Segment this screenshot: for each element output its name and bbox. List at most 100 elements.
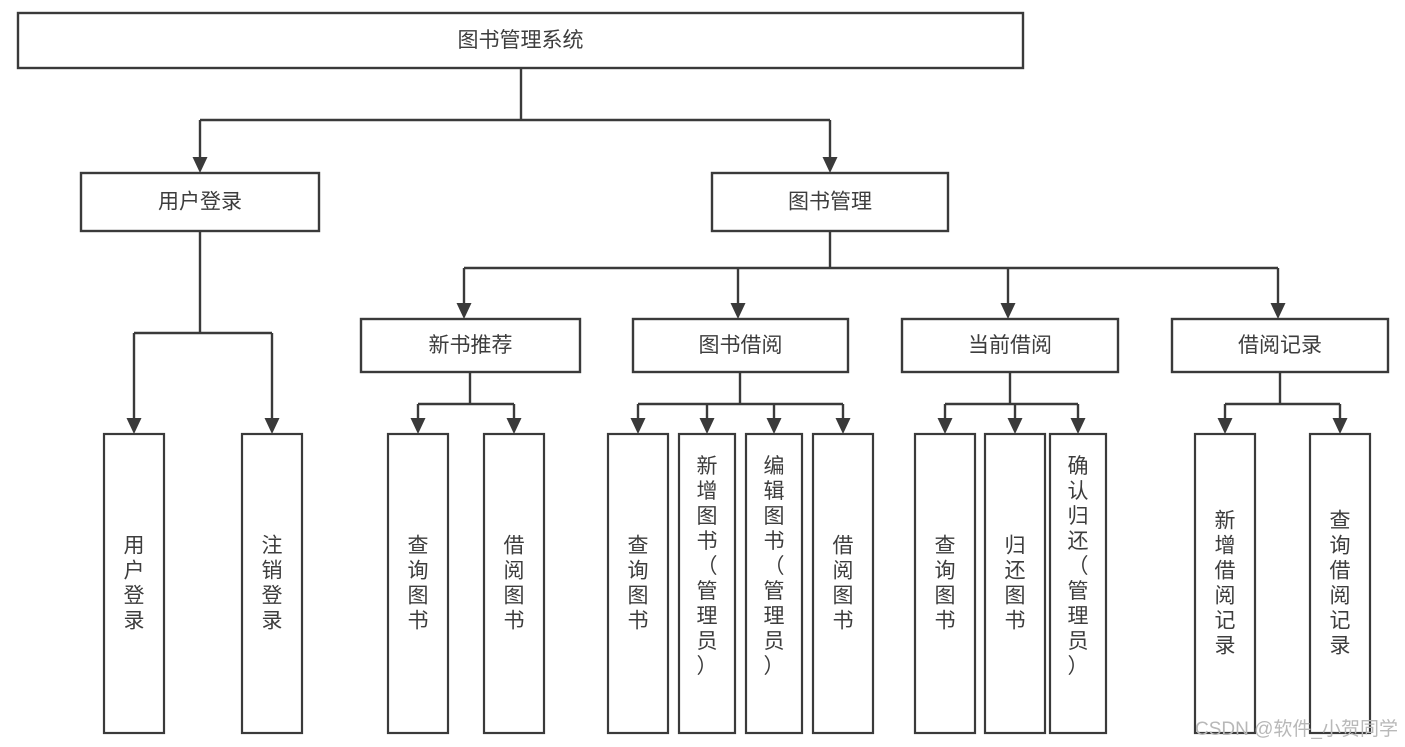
node-label-char: 图 [504,585,525,608]
node-box[interactable] [359,317,582,374]
node-box[interactable] [79,171,321,233]
node-label-char: 阅 [504,560,525,583]
arrow-head-icon [699,418,715,434]
node-book-borrow[interactable]: 图书借阅 [631,317,850,374]
node-box[interactable] [983,432,1047,735]
node-label-char: 图 [1005,585,1026,608]
node-book-management[interactable]: 图书管理 [710,171,950,233]
node-box[interactable] [482,432,546,735]
node-box[interactable] [900,317,1120,374]
node-label: 新书推荐 [429,334,513,357]
node-label-char: 询 [935,560,956,583]
arrow-head-icon [264,418,280,434]
node-label-char: 书 [628,610,649,633]
node-label-char: 借 [1330,560,1351,583]
node-label-char: 书 [408,610,429,633]
connectors-layer [126,68,1348,434]
node-new-book-recommend[interactable]: 新书推荐 [359,317,582,374]
node-label-char: 辑 [764,480,785,503]
arrow-head-icon [822,157,838,173]
node-label-char: 询 [1330,535,1351,558]
node-root[interactable]: 图书管理系统 [16,11,1025,70]
node-box[interactable] [16,11,1025,70]
arrow-head-icon [766,418,782,434]
node-label-char: 员 [764,630,785,653]
node-label-char: 归 [1068,505,1089,528]
arrow-head-icon [630,418,646,434]
node-label-char: 登 [124,585,145,608]
arrow-head-icon [937,418,953,434]
arrow-head-icon [456,303,472,319]
node-leaf-user-login[interactable]: 用户登录 [102,432,166,735]
node-label-char: 图 [408,585,429,608]
node-box[interactable] [102,432,166,735]
node-label-char: 书 [935,610,956,633]
node-box[interactable] [1308,432,1372,735]
node-current-borrow[interactable]: 当前借阅 [900,317,1120,374]
node-label: 图书管理系统 [458,29,584,52]
node-box[interactable] [1193,432,1257,735]
node-label-char: 新 [1215,510,1236,533]
node-label-char: 新 [697,455,718,478]
node-label-char: 归 [1005,535,1026,558]
node-label-char: 书 [1005,610,1026,633]
node-box[interactable] [1048,432,1108,735]
node-box[interactable] [386,432,450,735]
node-box[interactable] [744,432,804,735]
connector-book-management [456,231,1286,319]
node-label-char: 书 [764,530,785,553]
node-label-char: 录 [262,610,283,633]
node-label-char: 录 [1215,635,1236,658]
node-label-char: 管 [1068,580,1089,603]
node-label-char: 登 [262,585,283,608]
node-label: 借阅记录 [1238,334,1322,357]
node-label-char: （ [1068,555,1089,578]
node-label-char: 用 [124,535,145,558]
node-label-char: 借 [1215,560,1236,583]
node-label-char: 查 [935,535,956,558]
node-user-login[interactable]: 用户登录 [79,171,321,233]
node-box[interactable] [240,432,304,735]
node-box[interactable] [710,171,950,233]
node-label-char: ） [764,655,785,678]
node-box[interactable] [677,432,737,735]
node-label-char: 图 [935,585,956,608]
node-box[interactable] [811,432,875,735]
arrow-head-icon [506,418,522,434]
node-label-char: 理 [764,605,785,628]
node-label: 当前借阅 [968,334,1052,357]
node-label-char: 员 [1068,630,1089,653]
node-box[interactable] [1170,317,1390,374]
node-label-char: 编 [764,455,785,478]
connector-book-borrow [630,372,851,434]
node-borrow-record[interactable]: 借阅记录 [1170,317,1390,374]
node-label-char: 记 [1215,610,1236,633]
node-box[interactable] [913,432,977,735]
node-label-char: 录 [124,610,145,633]
node-label-char: 阅 [1215,585,1236,608]
node-label-char: 阅 [1330,585,1351,608]
node-label-char: 书 [833,610,854,633]
node-box[interactable] [606,432,670,735]
node-label-char: 阅 [833,560,854,583]
node-label-char: 确 [1068,455,1089,478]
arrow-head-icon [1217,418,1233,434]
node-label-char: 图 [628,585,649,608]
arrow-head-icon [1332,418,1348,434]
node-box[interactable] [631,317,850,374]
node-label-char: 理 [697,605,718,628]
node-label-char: 管 [764,580,785,603]
